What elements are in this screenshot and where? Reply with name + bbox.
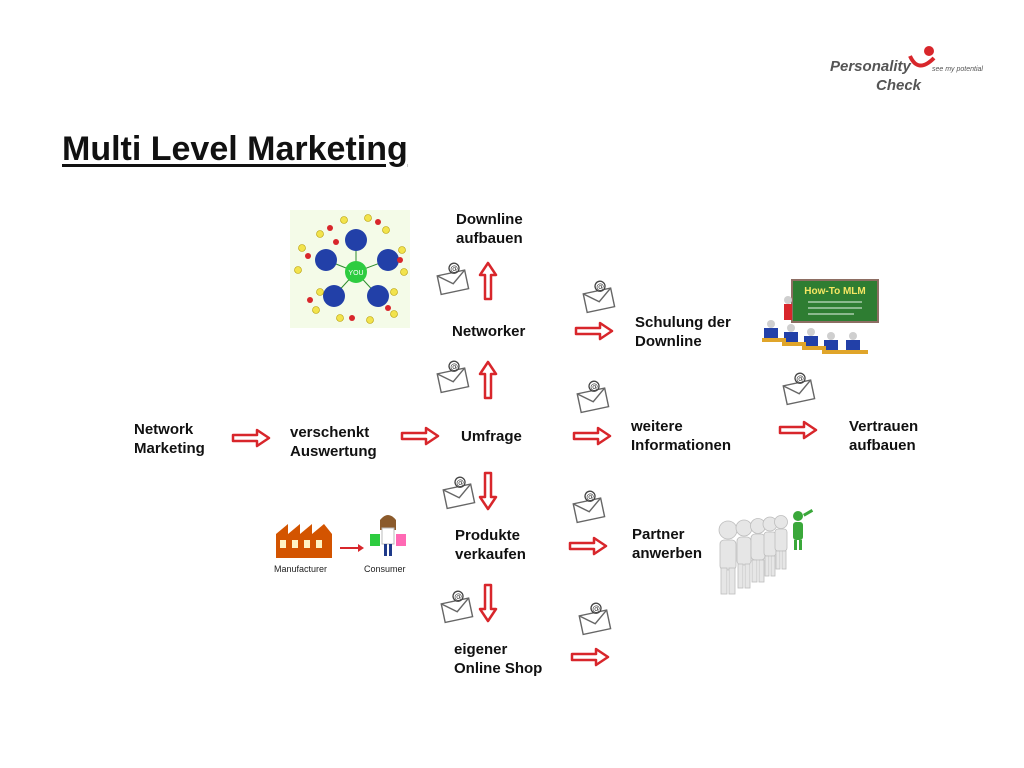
mail-icon-4: @ <box>440 590 474 624</box>
svg-text:@: @ <box>585 491 595 501</box>
logo-line2: Check <box>876 77 922 94</box>
svg-text:@: @ <box>449 263 459 273</box>
mail-icon-2: @ <box>436 360 470 394</box>
manufacturer-label: Manufacturer <box>274 564 327 574</box>
arrow-umfrage-to-produkte <box>478 471 498 511</box>
arrow-produkte-to-partner <box>568 536 608 556</box>
mail-icon-8: @ <box>578 602 612 636</box>
arrow-umfrage-to-networker <box>478 360 498 400</box>
arrow-networker-to-schulung <box>574 321 614 341</box>
consumer-label: Consumer <box>364 564 406 574</box>
mail-icon-9: @ <box>782 372 816 406</box>
arrow-umfrage-to-weitere <box>572 426 612 446</box>
logo-swoosh-icon <box>908 46 936 68</box>
svg-text:@: @ <box>591 603 601 613</box>
logo-tagline: see my potential <box>932 66 983 73</box>
arrow-networker-to-downline <box>478 261 498 301</box>
board-title: How-To MLM <box>804 286 865 297</box>
mail-icon-5: @ <box>582 280 616 314</box>
arrow-weitere-to-vertrauen <box>778 420 818 440</box>
training-class-image: How-To MLM <box>758 278 880 360</box>
manufacturer-consumer-image: Manufacturer Consumer <box>274 515 406 574</box>
svg-text:@: @ <box>449 361 459 371</box>
svg-text:@: @ <box>795 373 805 383</box>
logo-line1: Personality <box>830 58 911 75</box>
svg-text:@: @ <box>453 591 463 601</box>
mail-icon-7: @ <box>572 490 606 524</box>
mail-icon-3: @ <box>442 476 476 510</box>
personality-check-logo: Personality Check see my potential <box>828 44 988 96</box>
mail-icon-1: @ <box>436 262 470 296</box>
node-networker: Networker <box>452 323 526 340</box>
svg-text:@: @ <box>455 477 465 487</box>
network-graph-image: YOU <box>290 210 410 328</box>
arrow-verschenkt-to-umfrage <box>400 426 440 446</box>
mail-icon-6: @ <box>576 380 610 414</box>
node-umfrage: Umfrage <box>461 428 522 445</box>
arrow-produkte-to-shop <box>478 583 498 623</box>
network-center-label: YOU <box>348 270 363 277</box>
page-title: Multi Level Marketing <box>62 130 408 168</box>
arrow-network-to-verschenkt <box>231 428 271 448</box>
svg-text:@: @ <box>595 281 605 291</box>
svg-text:@: @ <box>589 381 599 391</box>
arrow-shop-to-right <box>570 647 610 667</box>
partner-people-image <box>718 508 814 595</box>
